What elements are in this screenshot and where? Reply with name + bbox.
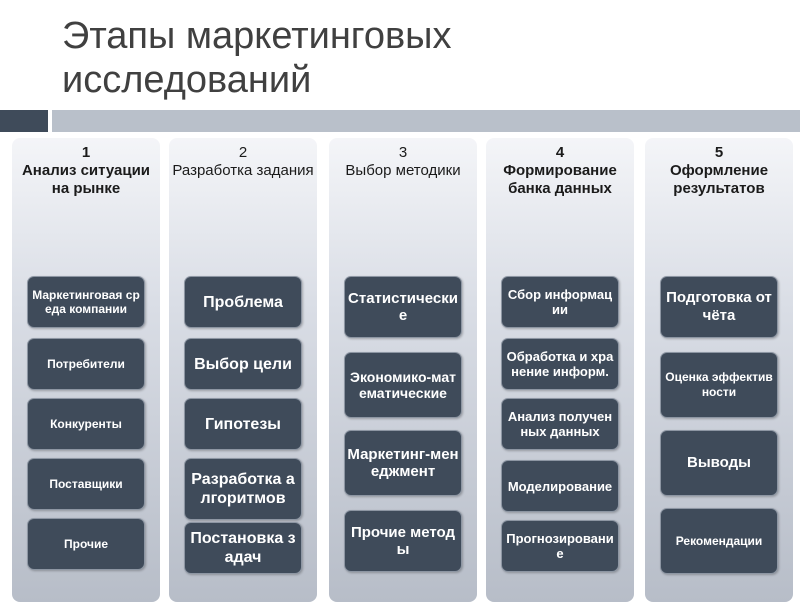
stage-4-item: Сбор информации [501,276,619,328]
stage-3-number: 3 [398,144,408,161]
stage-2-item: Гипотезы [184,398,302,450]
stage-4-item: Прогнозирование [501,520,619,572]
stage-1-item: Маркетинговая среда компании [27,276,145,328]
stage-4-number: 4 [555,144,565,161]
stage-4-header: 4 Формирование банка данных [486,144,634,198]
stage-2-item: Разработка алгоритмов [184,458,302,520]
title-rule [52,110,800,132]
stage-1-item: Прочие [27,518,145,570]
stage-5-number: 5 [714,144,724,161]
stage-4-item: Обработка и хранение информ. [501,338,619,390]
stage-5-item: Подготовка отчёта [660,276,778,338]
stage-1-item: Конкуренты [27,398,145,450]
stage-5-item: Выводы [660,430,778,496]
stage-1-item: Потребители [27,338,145,390]
stage-4-item: Анализ полученных данных [501,398,619,450]
stage-4-label: Формирование банка данных [503,162,617,197]
stage-3-item: Прочие методы [344,510,462,572]
stage-2-header: 2 Разработка задания [169,144,317,180]
stage-3-header: 3 Выбор методики [329,144,477,180]
page-title: Этапы маркетинговых исследований [62,15,452,101]
stage-3-item: Маркетинг-менеджмент [344,430,462,496]
stage-4-item: Моделирование [501,460,619,512]
stage-3-item: Экономико-математические [344,352,462,418]
stage-5-item: Рекомендации [660,508,778,574]
title-rule-accent [0,110,48,132]
stage-1-number: 1 [81,144,91,161]
stage-5-item: Оценка эффективности [660,352,778,418]
stage-2-item: Выбор цели [184,338,302,390]
stage-2-item: Постановка задач [184,522,302,574]
stage-1-item: Поставщики [27,458,145,510]
stage-3-label: Выбор методики [345,162,461,179]
stage-5-label: Оформление результатов [669,162,769,197]
stage-1-header: 1 Анализ ситуации на рынке [12,144,160,198]
stage-2-number: 2 [238,144,248,161]
stage-1-label: Анализ ситуации на рынке [21,162,151,197]
stage-3-item: Статистические [344,276,462,338]
stage-5-header: 5 Оформление результатов [645,144,793,198]
stage-2-label: Разработка задания [172,162,314,179]
stage-2-item: Проблема [184,276,302,328]
